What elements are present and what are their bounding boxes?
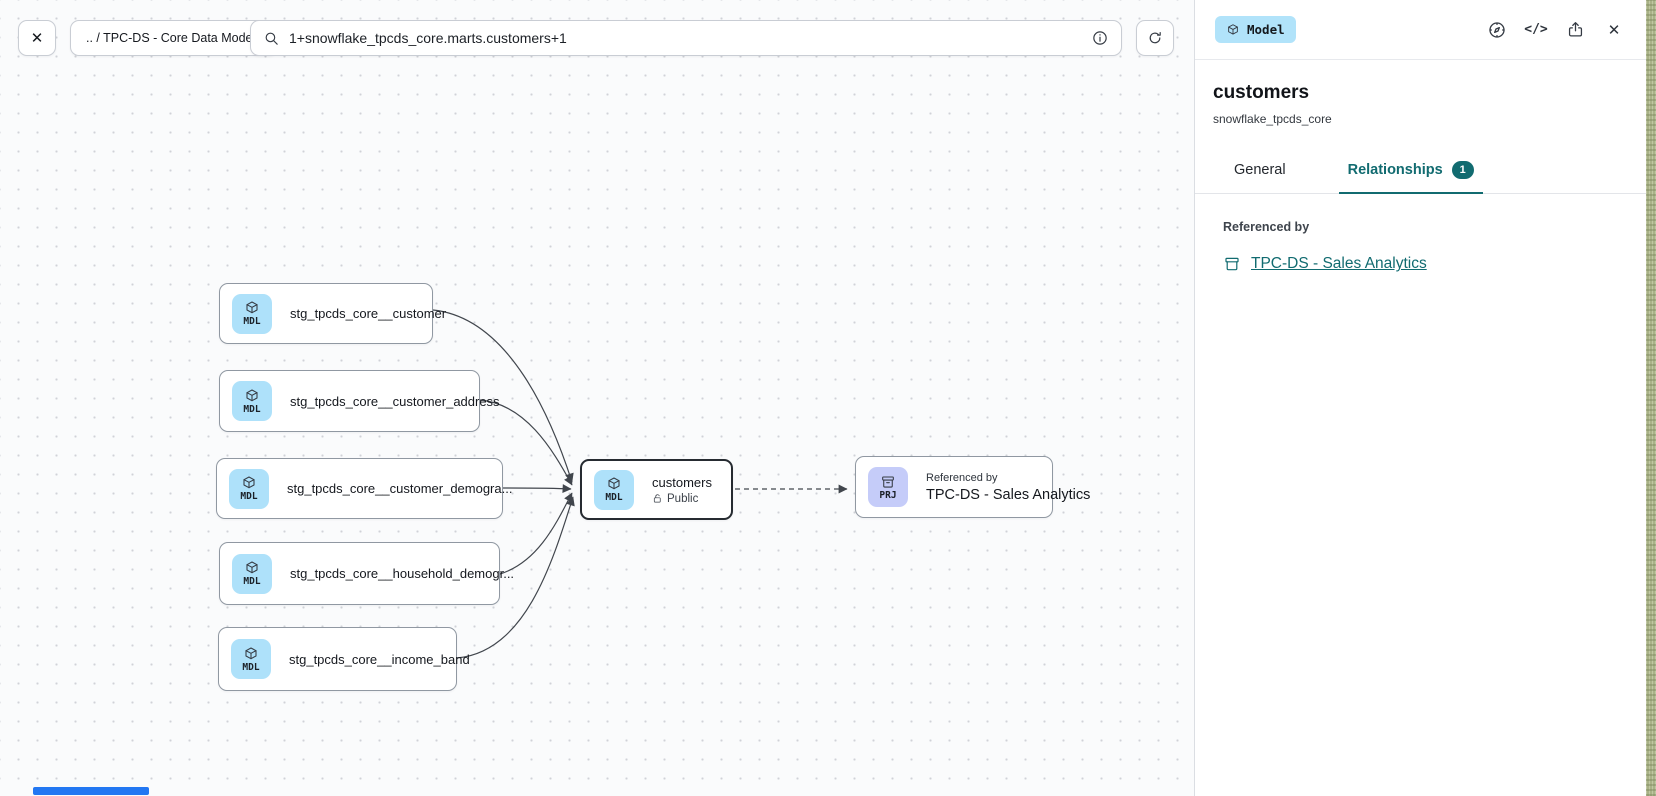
- page-title: customers: [1213, 82, 1310, 103]
- view-code-icon[interactable]: </>: [1524, 22, 1548, 37]
- referenced-by-section: Referenced by TPC-DS - Sales Analytics: [1195, 194, 1646, 273]
- model-icon: MDL: [231, 639, 271, 679]
- project-archive-icon: [1223, 255, 1241, 273]
- close-lineage-button[interactable]: ✕: [18, 20, 56, 56]
- node-label: TPC-DS - Sales Analytics: [926, 486, 1091, 503]
- refresh-icon: [1146, 29, 1164, 47]
- tab-general-label: General: [1234, 162, 1286, 179]
- share-icon[interactable]: [1565, 20, 1585, 40]
- close-icon: ✕: [30, 30, 44, 47]
- refresh-button[interactable]: [1136, 20, 1174, 56]
- node-stg-tpcds-core-customer-demographics[interactable]: MDL stg_tpcds_core__customer_demogra...: [216, 458, 512, 519]
- desktop-wallpaper-edge: [1646, 0, 1656, 796]
- reference-project-link[interactable]: TPC-DS - Sales Analytics: [1251, 255, 1427, 273]
- taskbar-indicator: [33, 787, 149, 795]
- search-input[interactable]: [289, 30, 1082, 46]
- project-icon: PRJ: [868, 467, 908, 507]
- reference-link-row: TPC-DS - Sales Analytics: [1223, 255, 1618, 273]
- node-label: stg_tpcds_core__household_demogr...: [290, 566, 515, 581]
- node-type-label: MDL: [243, 403, 261, 415]
- close-panel-icon[interactable]: ✕: [1607, 21, 1621, 39]
- details-panel: Model </> ✕: [1194, 0, 1646, 796]
- node-label: stg_tpcds_core__income_band: [289, 651, 470, 667]
- node-label: stg_tpcds_core__customer_demogra...: [287, 481, 513, 496]
- breadcrumb-label: .. / TPC-DS - Core Data Models: [86, 31, 262, 45]
- node-type-label: MDL: [240, 491, 258, 503]
- tab-relationships[interactable]: Relationships 1: [1338, 150, 1483, 195]
- public-lock-icon: [652, 493, 663, 504]
- node-type-label: MDL: [243, 576, 261, 588]
- panel-tabs: General Relationships 1: [1195, 150, 1646, 195]
- node-type-label: MDL: [242, 661, 260, 673]
- relationships-count-badge: 1: [1451, 161, 1474, 180]
- node-customers-selected[interactable]: MDL customers Public: [580, 459, 733, 520]
- model-icon: MDL: [232, 381, 272, 421]
- explore-compass-icon[interactable]: [1487, 20, 1507, 40]
- node-type-label: MDL: [243, 316, 261, 328]
- info-icon[interactable]: [1091, 29, 1109, 47]
- model-icon: MDL: [594, 469, 634, 510]
- search-icon: [263, 30, 280, 47]
- model-icon: MDL: [232, 293, 272, 334]
- node-type-label: MDL: [605, 492, 623, 504]
- node-stg-tpcds-core-income-band[interactable]: MDL stg_tpcds_core__income_band: [218, 627, 470, 691]
- lineage-edges: [432, 309, 848, 659]
- panel-title-block: customers snowflake_tpcds_core: [1195, 60, 1646, 126]
- node-stg-tpcds-core-customer-address[interactable]: MDL stg_tpcds_core__customer_address: [219, 370, 500, 432]
- node-stg-tpcds-core-household-demographics[interactable]: MDL stg_tpcds_core__household_demogr...: [219, 542, 514, 605]
- node-label: stg_tpcds_core__customer_address: [290, 393, 500, 409]
- tab-relationships-label: Relationships: [1347, 162, 1443, 179]
- node-kicker: Referenced by: [926, 471, 998, 484]
- panel-header: Model </> ✕: [1195, 0, 1646, 60]
- node-stg-tpcds-core-customer[interactable]: MDL stg_tpcds_core__customer: [219, 283, 446, 344]
- panel-header-actions: </> ✕: [1487, 20, 1624, 40]
- breadcrumb[interactable]: .. / TPC-DS - Core Data Models: [70, 20, 278, 56]
- lineage-search-bar: [250, 20, 1122, 56]
- model-icon: MDL: [229, 468, 269, 509]
- node-visibility-label: Public: [667, 492, 699, 505]
- tab-general[interactable]: General: [1225, 150, 1295, 194]
- node-label: customers: [652, 474, 712, 490]
- model-type-badge-label: Model: [1247, 22, 1285, 37]
- node-label: stg_tpcds_core__customer: [290, 306, 447, 321]
- referenced-by-label: Referenced by: [1223, 220, 1310, 235]
- node-referenced-project[interactable]: PRJ Referenced by TPC-DS - Sales Analyti…: [855, 456, 1090, 518]
- cube-icon: [1226, 23, 1240, 37]
- project-subtitle: snowflake_tpcds_core: [1213, 112, 1332, 126]
- model-icon: MDL: [232, 553, 272, 594]
- node-type-label: PRJ: [879, 489, 897, 501]
- model-type-badge: Model: [1215, 16, 1296, 43]
